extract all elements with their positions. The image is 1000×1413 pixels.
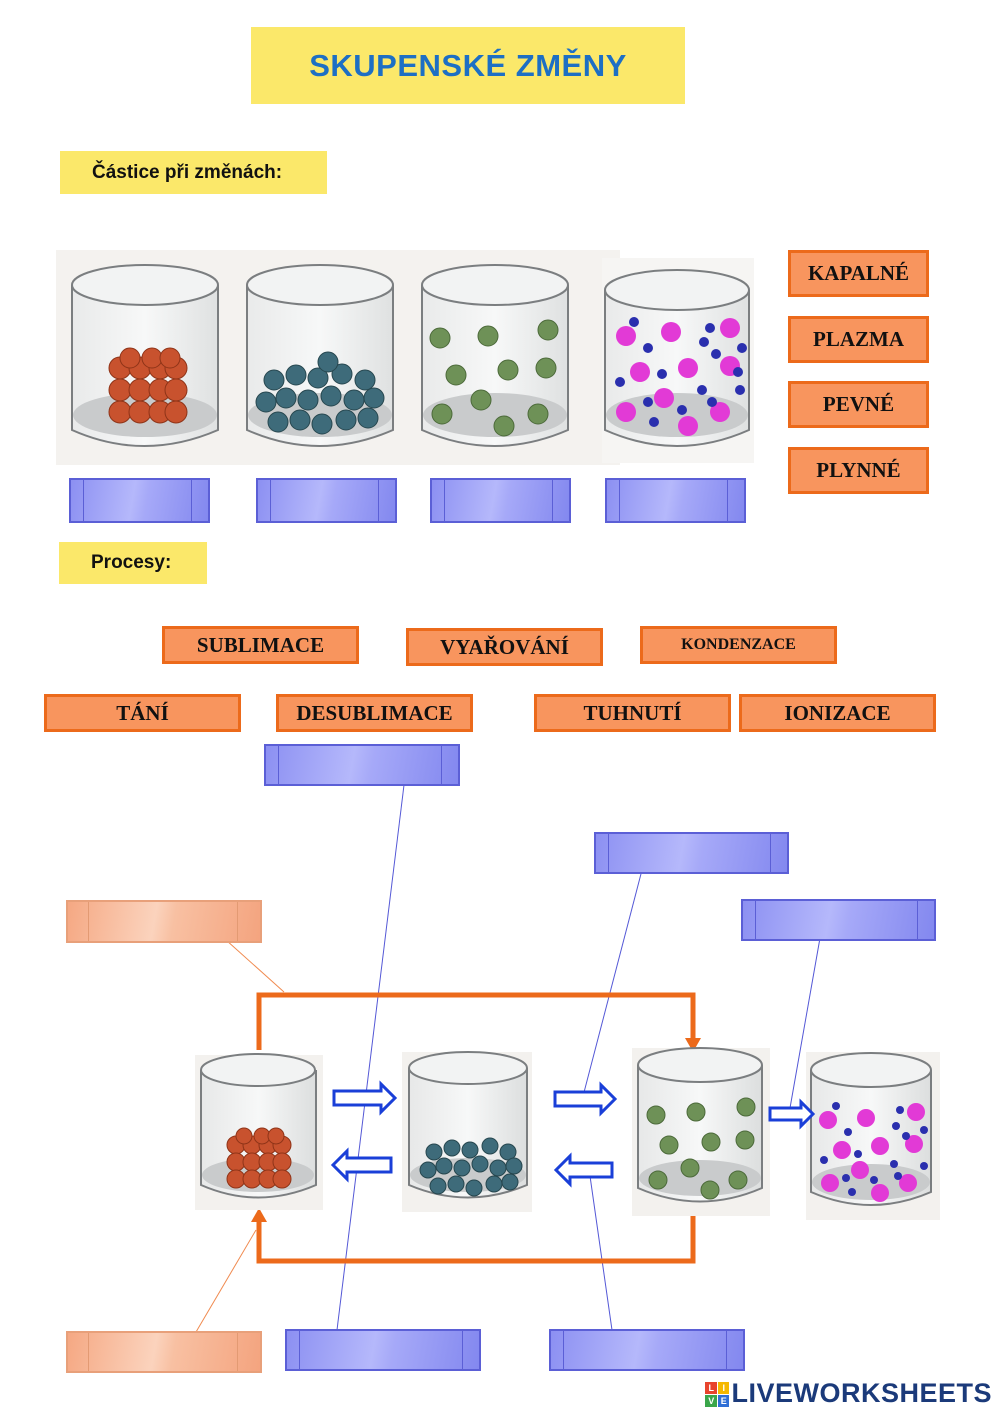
word-tile-label: PLAZMA (813, 327, 904, 351)
drop-target-process-bottom-left[interactable] (285, 1329, 481, 1371)
arrowhead-up (251, 1208, 267, 1222)
leader-lines-orange (195, 939, 285, 1333)
arrow-right-3 (768, 1098, 816, 1130)
arrow-left-1 (330, 1147, 393, 1183)
blue-process-arrows (330, 1080, 816, 1188)
liquid-particles (255, 351, 385, 435)
word-tile-label: KONDENZACE (681, 636, 796, 653)
word-tile-plynne[interactable]: PLYNNÉ (788, 447, 929, 494)
brand-footer: L I V E LIVEWORKSHEETS (705, 1378, 992, 1409)
process-diagram (195, 784, 940, 1333)
word-tile-tuhnuti[interactable]: TUHNUTÍ (534, 694, 731, 732)
drop-target-process-upper-loop[interactable] (66, 900, 262, 943)
plasma-ions (616, 318, 740, 436)
beaker-plasma (604, 269, 750, 447)
word-tile-label: TUHNUTÍ (583, 700, 682, 725)
word-tile-kapalne[interactable]: KAPALNÉ (788, 250, 929, 297)
word-tile-label: VYAŘOVÁNÍ (440, 634, 569, 659)
page-title-text: SKUPENSKÉ ZMĚNY (309, 47, 627, 83)
brand-logo-letter: V (705, 1394, 717, 1407)
beaker-solid (71, 264, 219, 447)
section-label-processes: Procesy: (59, 542, 207, 584)
drop-target-process-bottom-right[interactable] (549, 1329, 745, 1371)
drop-target-process-top-left[interactable] (264, 744, 460, 786)
drop-target-state-4[interactable] (605, 478, 746, 523)
word-tile-label: SUBLIMACE (196, 632, 325, 657)
drop-target-process-ionization[interactable] (741, 899, 936, 941)
word-tile-ionizace[interactable]: IONIZACE (739, 694, 936, 732)
diagram-beaker-solid (195, 1053, 323, 1210)
brand-logo-letter: I (717, 1381, 730, 1394)
beaker-liquid (246, 264, 394, 447)
arrow-left-2 (553, 1152, 614, 1188)
diagram-beaker-liquid (402, 1051, 532, 1212)
word-tile-label: TÁNÍ (116, 700, 169, 725)
solid-particles (108, 347, 188, 424)
word-tile-label: PLYNNÉ (816, 458, 901, 482)
plasma-electrons (615, 317, 747, 427)
arrow-right-2 (553, 1081, 618, 1117)
word-tile-label: IONIZACE (784, 700, 891, 725)
diagram-beaker-plasma (806, 1052, 940, 1220)
arrowhead-down (685, 1038, 701, 1052)
section-label-processes-text: Procesy: (91, 552, 172, 573)
gas-particles (429, 319, 559, 437)
arrow-right-1 (332, 1080, 398, 1116)
brand-logo-letter: L (705, 1381, 717, 1394)
section-label-particles-text: Částice při změnách: (92, 161, 283, 183)
beaker-illustration-states (56, 250, 754, 465)
word-tile-label: DESUBLIMACE (296, 700, 453, 725)
drop-target-process-top-right[interactable] (594, 832, 789, 874)
brand-logo-icon: L I V E (705, 1381, 730, 1407)
beaker-gas (421, 264, 569, 447)
word-tile-vyarovani[interactable]: VYAŘOVÁNÍ (406, 628, 603, 666)
word-tile-desublimace[interactable]: DESUBLIMACE (276, 694, 473, 732)
word-tile-label: PEVNÉ (822, 392, 895, 416)
section-label-particles: Částice při změnách: (60, 151, 327, 194)
brand-name: LIVEWORKSHEETS (731, 1378, 992, 1408)
drop-target-state-2[interactable] (256, 478, 397, 523)
diagram-beaker-gas (632, 1047, 770, 1216)
drop-target-state-1[interactable] (69, 478, 210, 523)
page-title: SKUPENSKÉ ZMĚNY (251, 27, 685, 104)
word-tile-sublimace[interactable]: SUBLIMACE (162, 626, 359, 664)
word-tile-label: KAPALNÉ (807, 261, 910, 285)
brand-logo-letter: E (717, 1394, 730, 1407)
drop-target-state-3[interactable] (430, 478, 571, 523)
drop-target-process-lower-loop[interactable] (66, 1331, 262, 1373)
word-tile-tani[interactable]: TÁNÍ (44, 694, 241, 732)
word-tile-kondenzace[interactable]: KONDENZACE (640, 626, 837, 664)
leader-lines-blue (336, 784, 821, 1331)
word-tile-pevne[interactable]: PEVNÉ (788, 381, 929, 428)
word-tile-plazma[interactable]: PLAZMA (788, 316, 929, 363)
